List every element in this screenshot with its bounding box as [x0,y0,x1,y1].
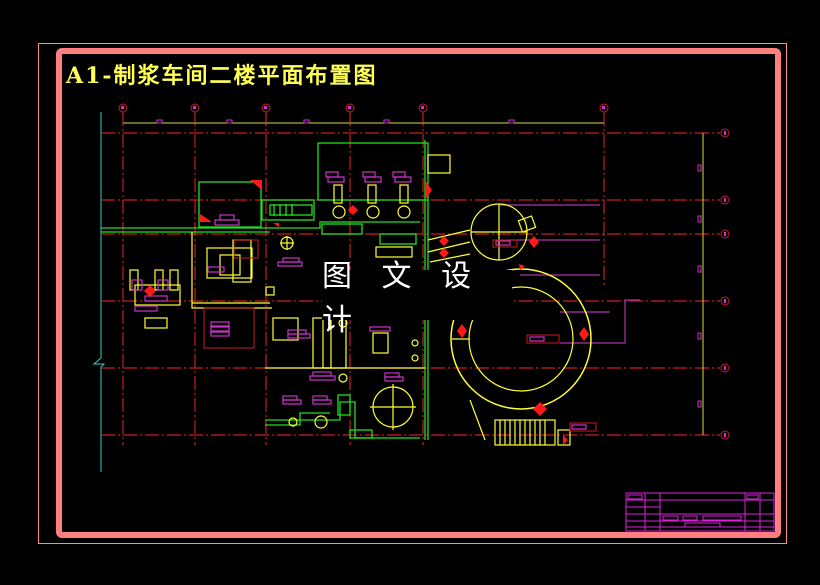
title-block [625,492,775,532]
dimension-labels [156,119,702,408]
dimension-lines [123,122,704,435]
outer-frame [38,43,787,544]
site-boundary [92,112,106,472]
equipment-frames [203,239,597,432]
bubble-labels [121,106,726,437]
axis-bubbles-top [118,103,609,123]
axis-bubbles-right [720,128,730,440]
drawing-title: A1-制浆车间二楼平面布置图 [66,63,378,89]
watermark: 图 文 设 计 [322,259,512,338]
piping [500,204,640,344]
inner-frame [56,48,781,538]
red-markers [144,180,589,445]
equipment [129,154,592,446]
equipment-tags [131,171,587,430]
